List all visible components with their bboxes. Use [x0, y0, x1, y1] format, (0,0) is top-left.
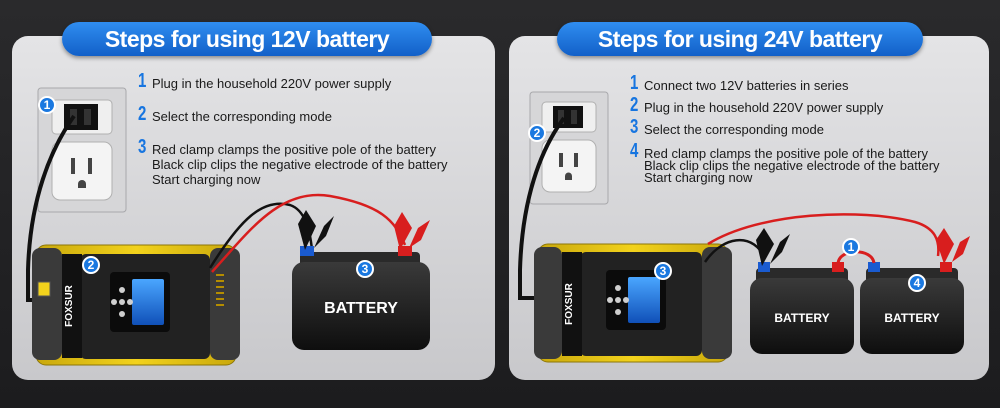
battery-label-24v-b: BATTERY	[884, 311, 939, 325]
wall-socket-24v	[529, 91, 609, 205]
black-clamp-12v	[298, 210, 334, 250]
title-24v: Steps for using 24V battery	[557, 22, 923, 56]
badge-12v-3: 3	[356, 260, 374, 278]
badge-24v-4: 4	[908, 274, 926, 292]
charger-24v: FOXSUR	[534, 243, 732, 363]
black-clamp-24v	[756, 228, 790, 266]
badge-12v-1: 1	[38, 96, 56, 114]
brand-12v: FOXSUR	[64, 284, 75, 326]
red-clamp-12v	[394, 212, 430, 250]
battery-12v: BATTERY	[292, 246, 430, 350]
badge-12v-2: 2	[82, 256, 100, 274]
battery-label-12v: BATTERY	[324, 300, 398, 317]
badge-24v-1: 1	[842, 238, 860, 256]
steps-24v: 1 Connect two 12V batteries in series 2 …	[630, 72, 940, 185]
battery-24v-a: BATTERY	[750, 262, 854, 354]
charger-12v: FOXSUR	[32, 244, 240, 366]
badge-24v-3: 3	[654, 262, 672, 280]
badge-24v-2: 2	[528, 124, 546, 142]
brand-24v: FOXSUR	[564, 282, 575, 324]
steps-12v: 1 Plug in the household 220V power suppl…	[138, 70, 448, 187]
red-clamp-24v	[936, 228, 970, 264]
battery-label-24v-a: BATTERY	[774, 311, 829, 325]
title-12v: Steps for using 12V battery	[62, 22, 432, 56]
